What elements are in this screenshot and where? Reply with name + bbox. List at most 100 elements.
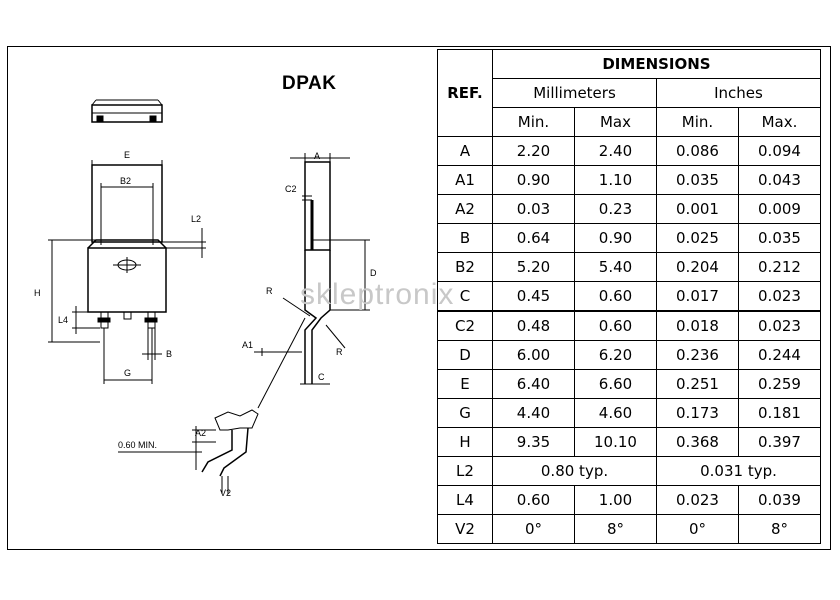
cell-ref: B2 <box>437 252 493 282</box>
cell-ref: E <box>437 369 493 399</box>
package-top-view <box>91 99 163 123</box>
cell-mm-min: 0.90 <box>492 165 575 195</box>
cell-in-min: 0.025 <box>656 223 739 253</box>
drawing-frame <box>7 46 831 550</box>
cell-in-max: 0.023 <box>738 281 821 312</box>
cell-in-min: 0.086 <box>656 136 739 166</box>
cell-mm-min: 0.48 <box>492 310 575 341</box>
dim-label-C2: C2 <box>285 184 297 194</box>
cell-mm-min: 2.20 <box>492 136 575 166</box>
dim-label-D: D <box>370 268 377 278</box>
cell-mm-min: 0° <box>492 514 575 544</box>
cell-mm-min: 0.03 <box>492 194 575 224</box>
cell-ref: C2 <box>437 310 493 341</box>
cell-in-min: 0.368 <box>656 427 739 457</box>
cell-ref: C <box>437 281 493 312</box>
dim-label-H: H <box>34 288 41 298</box>
cell-mm-max: 4.60 <box>574 398 657 428</box>
cell-in-min: 0.035 <box>656 165 739 195</box>
dim-label-A: A <box>314 151 320 161</box>
cell-mm-min: 6.00 <box>492 340 575 370</box>
cell-mm-min: 9.35 <box>492 427 575 457</box>
dim-label-B2: B2 <box>120 176 131 186</box>
cell-ref: V2 <box>437 514 493 544</box>
dim-label-C: C <box>318 372 325 382</box>
cell-ref: L4 <box>437 485 493 515</box>
cell-ref: A2 <box>437 194 493 224</box>
millimeters-header: Millimeters <box>492 78 657 108</box>
cell-in-min: 0.023 <box>656 485 739 515</box>
cell-in-min: 0.001 <box>656 194 739 224</box>
package-outline-drawing: E B2 L2 H L4 G B A C2 D R R A1 C A2 0.60… <box>34 99 377 498</box>
cell-ref: B <box>437 223 493 253</box>
cell-in-max: 0.244 <box>738 340 821 370</box>
cell-in-min: 0.017 <box>656 281 739 312</box>
cell-in-max: 0.039 <box>738 485 821 515</box>
dimensions-header: DIMENSIONS <box>492 49 821 79</box>
mm-min-header: Min. <box>492 107 575 137</box>
in-min-header: Min. <box>656 107 739 137</box>
cell-mm-max: 6.20 <box>574 340 657 370</box>
cell-in-min: 0.018 <box>656 310 739 341</box>
in-max-header: Max. <box>738 107 821 137</box>
cell-in-min: 0.173 <box>656 398 739 428</box>
package-front-view <box>48 160 206 384</box>
dim-label-A1: A1 <box>242 340 253 350</box>
cell-ref: G <box>437 398 493 428</box>
cell-in-min: 0.204 <box>656 252 739 282</box>
cell-mm-min: 0.45 <box>492 281 575 312</box>
cell-in-min: 0.251 <box>656 369 739 399</box>
cell-in-min: 0° <box>656 514 739 544</box>
cell-mm-max: 0.60 <box>574 310 657 341</box>
cell-in-typ: 0.031 typ. <box>656 456 821 486</box>
cell-ref: A1 <box>437 165 493 195</box>
dim-label-L4: L4 <box>58 315 68 325</box>
cell-in-max: 0.035 <box>738 223 821 253</box>
dim-label-R-lower: R <box>336 347 343 357</box>
cell-mm-min: 5.20 <box>492 252 575 282</box>
cell-mm-min: 0.64 <box>492 223 575 253</box>
cell-in-max: 0.094 <box>738 136 821 166</box>
cell-mm-max: 8° <box>574 514 657 544</box>
cell-mm-min: 4.40 <box>492 398 575 428</box>
cell-in-max: 0.181 <box>738 398 821 428</box>
cell-ref: L2 <box>437 456 493 486</box>
cell-mm-max: 1.10 <box>574 165 657 195</box>
dim-label-E: E <box>124 150 130 160</box>
watermark-text: skleptronix <box>300 278 455 311</box>
cell-mm-min: 0.60 <box>492 485 575 515</box>
dim-label-G: G <box>124 368 131 378</box>
cell-in-max: 0.259 <box>738 369 821 399</box>
cell-mm-max: 10.10 <box>574 427 657 457</box>
cell-ref: H <box>437 427 493 457</box>
dim-label-min: 0.60 MIN. <box>118 440 157 450</box>
dim-label-R-upper: R <box>266 286 273 296</box>
cell-in-max: 0.212 <box>738 252 821 282</box>
cell-mm-typ: 0.80 typ. <box>492 456 657 486</box>
cell-mm-max: 2.40 <box>574 136 657 166</box>
cell-mm-max: 0.90 <box>574 223 657 253</box>
dim-label-L2: L2 <box>191 214 201 224</box>
inches-header: Inches <box>656 78 821 108</box>
cell-in-min: 0.236 <box>656 340 739 370</box>
dimensions-table: REF. DIMENSIONS Millimeters Inches Min. … <box>437 49 821 544</box>
cell-mm-max: 0.23 <box>574 194 657 224</box>
cell-ref: A <box>437 136 493 166</box>
cell-in-max: 0.043 <box>738 165 821 195</box>
cell-in-max: 0.023 <box>738 310 821 341</box>
package-side-view <box>254 153 370 409</box>
lead-detail-view <box>118 409 259 494</box>
package-title: DPAK <box>282 73 337 94</box>
